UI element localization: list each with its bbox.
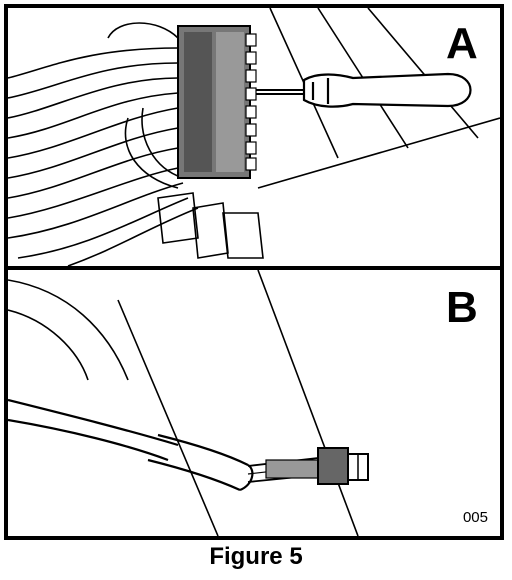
panel-letter-a: A xyxy=(446,19,478,68)
panel-a: A xyxy=(4,4,504,270)
panel-b: B 005 xyxy=(4,266,504,540)
panel-b-illustration xyxy=(8,270,369,536)
panel-a-illustration xyxy=(8,8,500,266)
terminal-block xyxy=(177,25,257,179)
screwdriver xyxy=(302,72,472,108)
figure-caption: Figure 5 xyxy=(209,543,303,570)
image-code: 005 xyxy=(462,509,488,526)
panel-letter-b: B xyxy=(446,283,478,332)
two-pin-connector xyxy=(265,447,369,485)
